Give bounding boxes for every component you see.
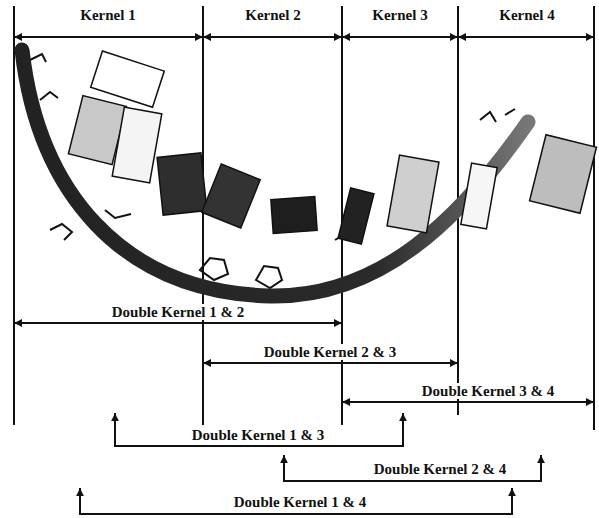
kernel-label: Kernel 2: [242, 7, 303, 23]
divider-lines: [14, 6, 594, 430]
double-kernel-label: Double Kernel 1 & 3: [189, 427, 328, 443]
double-kernel-label: Double Kernel 3 & 4: [419, 383, 558, 399]
double-kernel-label: Double Kernel 1 & 2: [109, 304, 248, 320]
kernel-label: Kernel 4: [496, 7, 557, 23]
kernel-label: Kernel 1: [77, 7, 138, 23]
bracket-arrows: [80, 413, 541, 514]
double-kernel-label: Double Kernel 1 & 4: [231, 494, 370, 510]
double-kernel-label: Double Kernel 2 & 3: [261, 344, 400, 360]
kernel-label: Kernel 3: [369, 7, 430, 23]
double-kernel-label: Double Kernel 2 & 4: [371, 461, 510, 477]
dna-backbone: [22, 50, 528, 296]
span-arrows: [15, 37, 593, 402]
base-blocks: [68, 51, 596, 244]
